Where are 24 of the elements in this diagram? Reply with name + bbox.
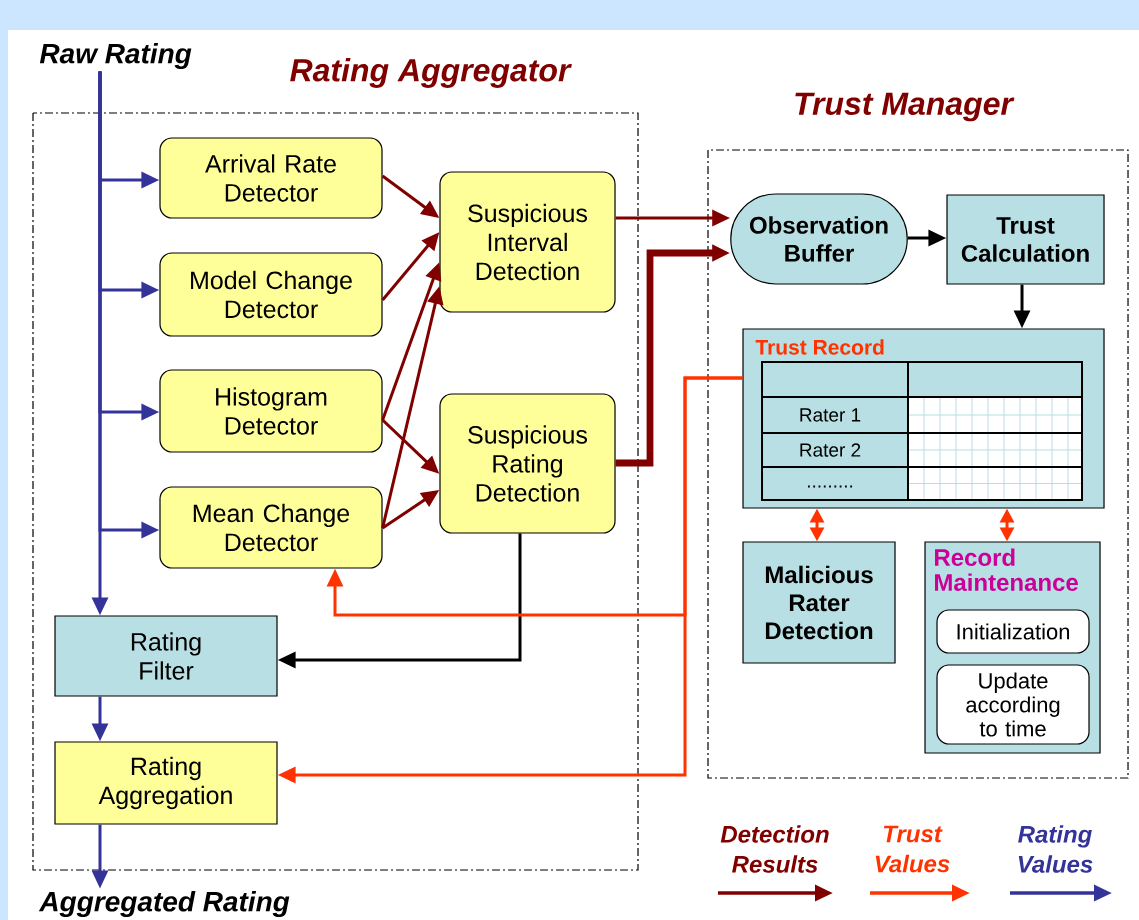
table-cell-text: Rater 2	[800, 443, 861, 457]
legend-text: Detection Results	[720, 825, 829, 873]
table-cell-text: Rater 1	[800, 408, 861, 422]
process-box: Model Change Detector	[159, 252, 383, 337]
legend-text: Rating Values	[1018, 825, 1093, 873]
process-box: Histogram Detector	[159, 369, 383, 453]
process-box: Mean Change Detector	[159, 486, 383, 569]
process-box: Malicious Rater Detection	[742, 541, 896, 664]
group-title: Rating Aggregator	[290, 58, 572, 88]
flow-label: Aggregated Rating	[38, 890, 290, 918]
flow-label: Raw Rating	[39, 42, 192, 70]
group-title: Record Maintenance	[935, 548, 1078, 591]
table-cell-text: .........	[808, 485, 853, 488]
process-box: Rating Aggregation	[54, 741, 278, 825]
panel-title: Trust Record	[755, 339, 884, 355]
process-box: Initialization	[936, 609, 1090, 654]
process-box: Update according to time	[936, 664, 1090, 745]
process-box: Trust Calculation	[946, 194, 1105, 285]
process-box: Suspicious Rating Detection	[439, 393, 616, 534]
process-box: Rating Filter	[54, 615, 278, 697]
process-box: Suspicious Interval Detection	[439, 171, 616, 313]
group-title: Trust Manager	[795, 92, 1015, 122]
process-box: Arrival Rate Detector	[159, 137, 383, 219]
legend-text: Trust Values	[875, 825, 950, 873]
